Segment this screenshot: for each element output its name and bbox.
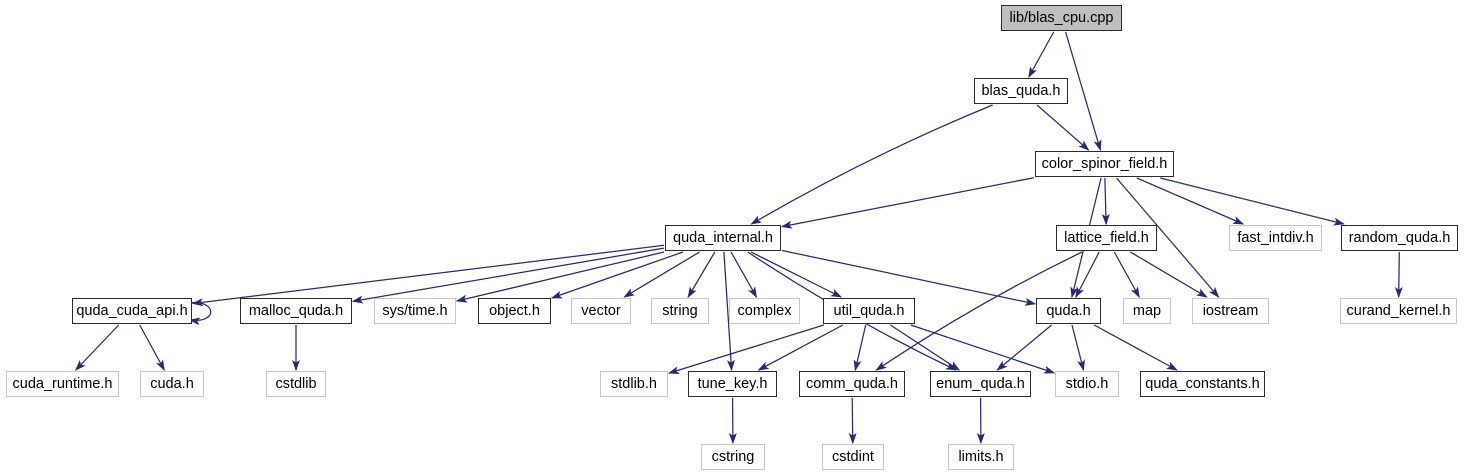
edge-quda-cuda-api-h-to-quda-cuda-api-h: [187, 301, 212, 326]
graph-node-stdlib-h[interactable]: stdlib.h: [600, 371, 668, 397]
edge-lattice-field-h-to-map: [1113, 251, 1140, 299]
edge-comm-quda-h-to-cstdint: [848, 397, 857, 445]
edge-quda-cuda-api-h-to-cuda-h: [139, 324, 165, 372]
edge-color-spinor-field-to-quda-internal-h: [780, 177, 1035, 229]
graph-node-fast-intdiv-h[interactable]: fast_intdiv.h: [1229, 225, 1322, 251]
graph-node-quda-constants-h[interactable]: quda_constants.h: [1140, 371, 1265, 397]
edge-quda-internal-h-to-tune-key-h: [723, 251, 735, 372]
graph-node-map[interactable]: map: [1123, 298, 1171, 324]
graph-node-comm-quda-h[interactable]: comm_quda.h: [799, 371, 905, 397]
edge-blas-quda-h-to-color-spinor-field: [1036, 104, 1090, 151]
edge-quda-h-to-quda-constants-h: [1093, 324, 1178, 371]
graph-node-random-quda-h[interactable]: random_quda.h: [1341, 225, 1458, 251]
edge-quda-internal-h-to-string: [687, 251, 716, 299]
graph-node-cstdlib[interactable]: cstdlib: [266, 371, 326, 397]
graph-node-cuda-runtime-h[interactable]: cuda_runtime.h: [6, 371, 119, 397]
graph-node-object-h[interactable]: object.h: [478, 298, 551, 324]
graph-node-blas-quda-h[interactable]: blas_quda.h: [974, 78, 1068, 104]
edge-quda-internal-h-to-malloc-quda-h: [351, 247, 665, 304]
graph-node-blas-cpu-cpp[interactable]: lib/blas_cpu.cpp: [1001, 5, 1122, 31]
edge-util-quda-h-to-stdlib-h: [667, 324, 825, 374]
edge-lattice-field-h-to-comm-quda-h: [875, 251, 1083, 371]
graph-node-vector[interactable]: vector: [571, 298, 631, 324]
graph-node-curand-kernel-h[interactable]: curand_kernel.h: [1340, 298, 1457, 324]
graph-node-cstring[interactable]: cstring: [701, 444, 765, 470]
graph-node-enum-quda-h[interactable]: enum_quda.h: [930, 371, 1031, 397]
graph-node-string[interactable]: string: [651, 298, 709, 324]
graph-node-quda-cuda-api-h[interactable]: quda_cuda_api.h: [72, 298, 192, 324]
edge-blas-cpu-cpp-to-blas-quda-h: [1028, 31, 1055, 79]
graph-node-lattice-field-h[interactable]: lattice_field.h: [1056, 225, 1157, 251]
graph-node-cstdint[interactable]: cstdint: [822, 444, 884, 470]
graph-node-sys-time-h[interactable]: sys/time.h: [374, 298, 456, 324]
edge-quda-h-to-enum-quda-h: [996, 324, 1052, 371]
edge-random-quda-h-to-curand-kernel-h: [1394, 251, 1403, 299]
edge-color-spinor-field-to-iostream: [1116, 177, 1220, 298]
edge-blas-quda-h-to-quda-internal-h: [750, 104, 993, 225]
graph-node-cuda-h[interactable]: cuda.h: [140, 371, 204, 397]
edge-util-quda-h-to-stdio-h: [910, 324, 1056, 374]
graph-node-stdio-h[interactable]: stdio.h: [1055, 371, 1119, 397]
edge-quda-internal-h-to-quda-h: [781, 249, 1037, 306]
edge-color-spinor-field-to-lattice-field-h: [1101, 177, 1110, 226]
edge-lattice-field-h-to-quda-h: [1075, 251, 1100, 299]
graph-node-iostream[interactable]: iostream: [1192, 298, 1269, 324]
edge-quda-h-to-stdio-h: [1071, 324, 1085, 372]
edge-quda-cuda-api-h-to-cuda-runtime-h: [74, 324, 120, 371]
edge-quda-internal-h-to-vector: [623, 251, 700, 298]
graph-node-util-quda-h[interactable]: util_quda.h: [823, 298, 915, 324]
edge-color-spinor-field-to-random-quda-h: [1160, 177, 1345, 226]
edge-util-quda-h-to-enum-quda-h: [890, 324, 961, 371]
graph-node-color-spinor-field[interactable]: color_spinor_field.h: [1035, 151, 1174, 177]
edge-quda-internal-h-to-complex: [730, 251, 758, 299]
edge-blas-cpu-cpp-to-color-spinor-field: [1065, 31, 1102, 152]
graph-node-quda-h[interactable]: quda.h: [1036, 298, 1101, 324]
graph-node-tune-key-h[interactable]: tune_key.h: [688, 371, 777, 397]
edge-quda-internal-h-to-quda-cuda-api-h: [191, 244, 665, 307]
edge-quda-internal-h-to-object-h: [550, 251, 684, 299]
edge-quda-internal-h-to-sys-time-h: [455, 251, 665, 303]
edge-util-quda-h-to-comm-quda-h: [853, 324, 867, 372]
edge-quda-internal-h-to-util-quda-h: [750, 251, 843, 298]
graph-node-complex[interactable]: complex: [729, 298, 800, 324]
edge-util-quda-h-to-tune-key-h: [757, 324, 844, 371]
edge-color-spinor-field-to-fast-intdiv-h: [1136, 177, 1245, 225]
edge-lattice-field-h-to-iostream: [1129, 251, 1208, 298]
graph-node-quda-internal-h[interactable]: quda_internal.h: [665, 225, 781, 251]
graph-node-malloc-quda-h[interactable]: malloc_quda.h: [240, 298, 352, 324]
graph-node-limits-h[interactable]: limits.h: [948, 444, 1014, 470]
